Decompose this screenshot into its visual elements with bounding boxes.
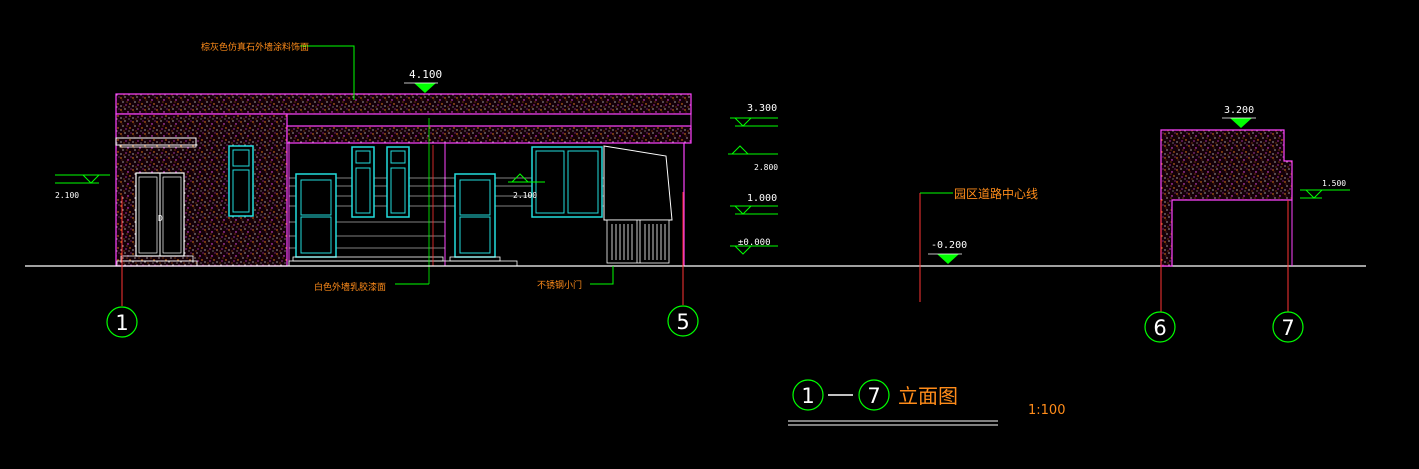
title-to-label: 7	[867, 384, 880, 408]
level-door-mid: 2.100	[513, 191, 537, 200]
level-1000: 1.000	[747, 193, 777, 204]
level-right-top: 3.200	[1224, 105, 1254, 116]
title-block: 1 7 立面图 1:100	[788, 379, 1065, 426]
note-wall-material: 白色外墙乳胶漆面	[314, 281, 386, 293]
axis-label-5: 5	[676, 310, 689, 334]
axis-label-1: 1	[115, 311, 128, 335]
level-markers	[55, 82, 1350, 264]
leaders	[300, 45, 953, 285]
axis-label-6: 6	[1153, 316, 1166, 340]
level-right-side: 1.500	[1322, 179, 1346, 188]
note-stainless-gate: 不锈钢小门	[537, 279, 582, 291]
axis-lines	[121, 192, 1289, 312]
level-zero: ±0.000	[738, 238, 771, 248]
axis-bubbles	[106, 305, 1304, 343]
axis-label-7: 7	[1281, 316, 1294, 340]
note-roof-material: 棕灰色仿真石外墙涂料饰面	[201, 41, 309, 53]
gate-structure	[1160, 129, 1293, 267]
note-road-centerline: 园区道路中心线	[954, 186, 1038, 201]
level-top: 4.100	[409, 68, 442, 81]
level-2800: 2.800	[754, 163, 778, 172]
drawing-scale: 1:100	[1028, 403, 1065, 418]
main-building	[115, 93, 692, 284]
drawing-title: 立面图	[898, 384, 958, 408]
level-3300: 3.300	[747, 103, 777, 114]
title-from-label: 1	[801, 384, 814, 408]
level-left-canopy: 2.100	[55, 191, 79, 200]
level-road: -0.200	[931, 240, 967, 251]
door-mark: D	[158, 214, 163, 223]
